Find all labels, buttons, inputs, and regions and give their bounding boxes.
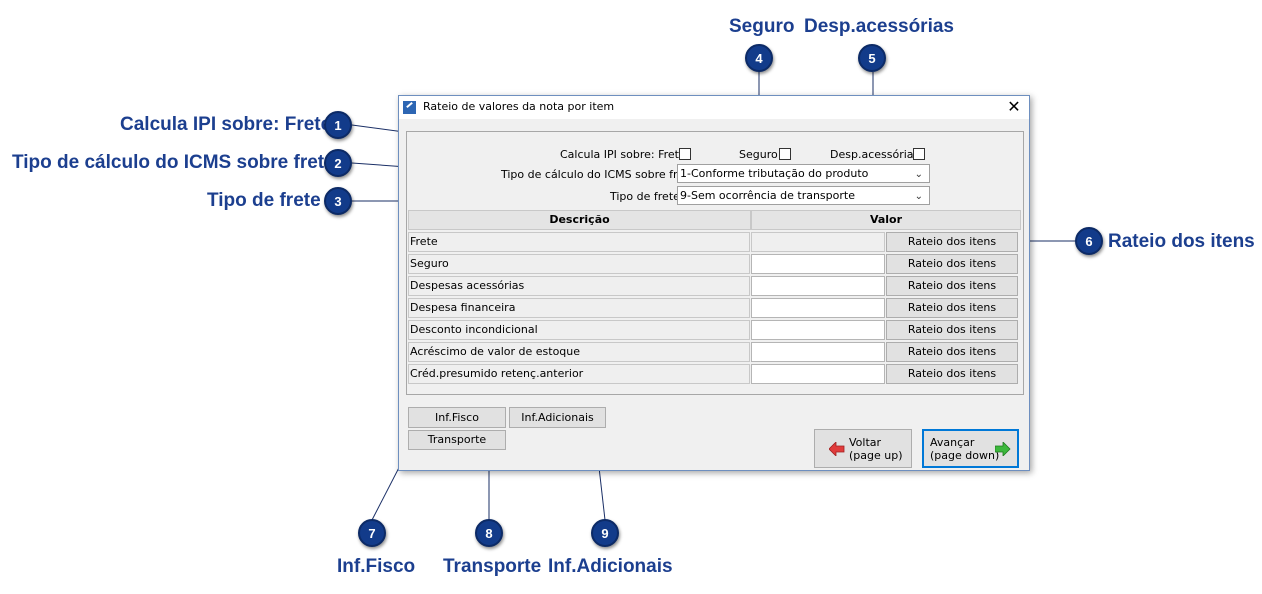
inf-adicionais-button[interactable]: Inf.Adicionais	[509, 407, 606, 428]
inf-adicionais-label: Inf.Adicionais	[521, 411, 594, 424]
inf-fisco-button[interactable]: Inf.Fisco	[408, 407, 506, 428]
tipo-icms-select[interactable]: 1-Conforme tributação do produto ⌄	[677, 164, 930, 183]
rateio-dos-itens-button[interactable]: Rateio dos itens	[886, 254, 1018, 274]
annotation-label-5: Desp.acessórias	[804, 16, 954, 37]
annotation-label-7: Inf.Fisco	[337, 556, 416, 577]
transporte-label: Transporte	[427, 433, 487, 446]
annotation-label-4: Seguro	[729, 16, 795, 37]
row-value-input[interactable]	[751, 254, 885, 274]
rateio-dos-itens-button[interactable]: Rateio dos itens	[886, 342, 1018, 362]
annotation-label-6: Rateio dos itens	[1108, 231, 1255, 252]
rateio-dos-itens-button[interactable]: Rateio dos itens	[886, 364, 1018, 384]
annotation-label-2: Tipo de cálculo do ICMS sobre frete	[12, 152, 335, 173]
tipo-icms-value: 1-Conforme tributação do produto	[680, 167, 869, 180]
column-header-valor: Valor	[751, 210, 1021, 230]
voltar-button[interactable]: Voltar (page up)	[814, 429, 912, 468]
window-title: Rateio de valores da nota por item	[423, 100, 615, 113]
row-value-input[interactable]	[751, 298, 885, 318]
desp-acessorias-checkbox[interactable]	[913, 148, 925, 160]
close-button[interactable]: ✕	[1007, 97, 1021, 116]
seguro-checkbox[interactable]	[779, 148, 791, 160]
rateio-dos-itens-button[interactable]: Rateio dos itens	[886, 320, 1018, 340]
row-description: Despesa financeira	[408, 298, 750, 318]
annotation-label-3: Tipo de frete	[207, 190, 321, 211]
rateio-dialog: Rateio de valores da nota por item ✕ Cal…	[398, 95, 1030, 471]
row-description: Frete	[408, 232, 750, 252]
avancar-button[interactable]: Avançar (page down)	[922, 429, 1019, 468]
rateio-dos-itens-button[interactable]: Rateio dos itens	[886, 232, 1018, 252]
annotation-badge-9: 9	[591, 519, 619, 547]
app-icon	[403, 101, 416, 114]
rateio-dos-itens-button[interactable]: Rateio dos itens	[886, 276, 1018, 296]
column-header-descricao: Descrição	[408, 210, 751, 230]
annotation-badge-6: 6	[1075, 227, 1103, 255]
rateio-groupbox	[406, 131, 1024, 395]
tipo-frete-select[interactable]: 9-Sem ocorrência de transporte ⌄	[677, 186, 930, 205]
row-description: Acréscimo de valor de estoque	[408, 342, 750, 362]
annotation-label-9: Inf.Adicionais	[548, 556, 673, 577]
row-description: Créd.presumido retenç.anterior	[408, 364, 750, 384]
calcula-ipi-label: Calcula IPI sobre: Frete	[560, 148, 686, 161]
row-value-input[interactable]	[751, 276, 885, 296]
annotation-badge-4: 4	[745, 44, 773, 72]
row-description: Seguro	[408, 254, 750, 274]
chevron-down-icon: ⌄	[914, 191, 923, 202]
row-value-input	[751, 232, 885, 252]
row-value-input[interactable]	[751, 364, 885, 384]
arrow-left-icon	[829, 442, 845, 456]
title-bar[interactable]: Rateio de valores da nota por item ✕	[399, 96, 1029, 119]
annotation-label-1: Calcula IPI sobre: Frete	[120, 114, 332, 135]
desp-acessorias-label: Desp.acessórias	[830, 148, 920, 161]
tipo-frete-label: Tipo de frete	[610, 190, 680, 203]
annotation-badge-1: 1	[324, 111, 352, 139]
row-description: Desconto incondicional	[408, 320, 750, 340]
voltar-label: Voltar (page up)	[849, 436, 903, 462]
annotation-badge-2: 2	[324, 149, 352, 177]
annotation-badge-7: 7	[358, 519, 386, 547]
rateio-dos-itens-button[interactable]: Rateio dos itens	[886, 298, 1018, 318]
row-value-input[interactable]	[751, 342, 885, 362]
annotation-badge-8: 8	[475, 519, 503, 547]
avancar-label: Avançar (page down)	[930, 436, 1000, 462]
row-description: Despesas acessórias	[408, 276, 750, 296]
annotation-badge-3: 3	[324, 187, 352, 215]
arrow-right-icon	[995, 442, 1011, 456]
seguro-label: Seguro	[739, 148, 778, 161]
annotation-badge-5: 5	[858, 44, 886, 72]
annotation-label-8: Transporte	[443, 556, 542, 577]
row-value-input[interactable]	[751, 320, 885, 340]
calcula-ipi-frete-checkbox[interactable]	[679, 148, 691, 160]
tipo-frete-value: 9-Sem ocorrência de transporte	[680, 189, 855, 202]
chevron-down-icon: ⌄	[914, 169, 923, 180]
inf-fisco-label: Inf.Fisco	[435, 411, 479, 424]
tipo-icms-label: Tipo de cálculo do ICMS sobre frete	[501, 168, 696, 181]
transporte-button[interactable]: Transporte	[408, 430, 506, 450]
